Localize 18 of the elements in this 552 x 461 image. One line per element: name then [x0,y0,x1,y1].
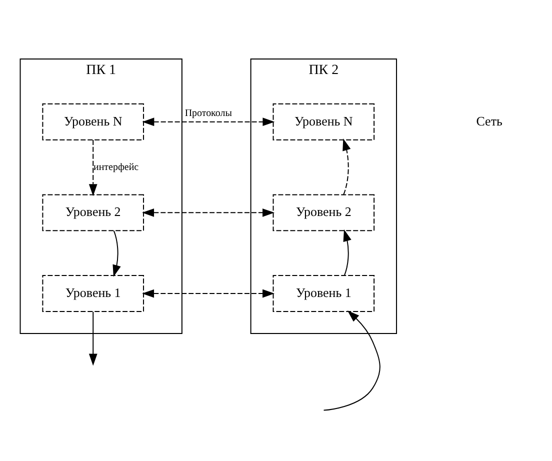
edge-label: интерфейс [94,161,139,172]
arrow [112,230,121,276]
arrow [88,310,98,366]
arrow [142,208,274,216]
node-box: Уровень 2 [272,194,375,231]
label: Сеть [476,112,502,128]
arrow [343,228,352,276]
node-box: Уровень 1 [42,274,144,312]
node-box: Уровень N [272,102,375,140]
edge-label: Протоколы [184,107,232,118]
node-box: Уровень 2 [42,194,144,231]
node-box: Уровень N [42,102,144,140]
arrow [88,138,98,196]
arrow [142,288,274,298]
arrow [342,138,351,195]
arrow [323,310,380,410]
node-box: Уровень 1 [272,274,375,312]
arrow [142,117,275,126]
